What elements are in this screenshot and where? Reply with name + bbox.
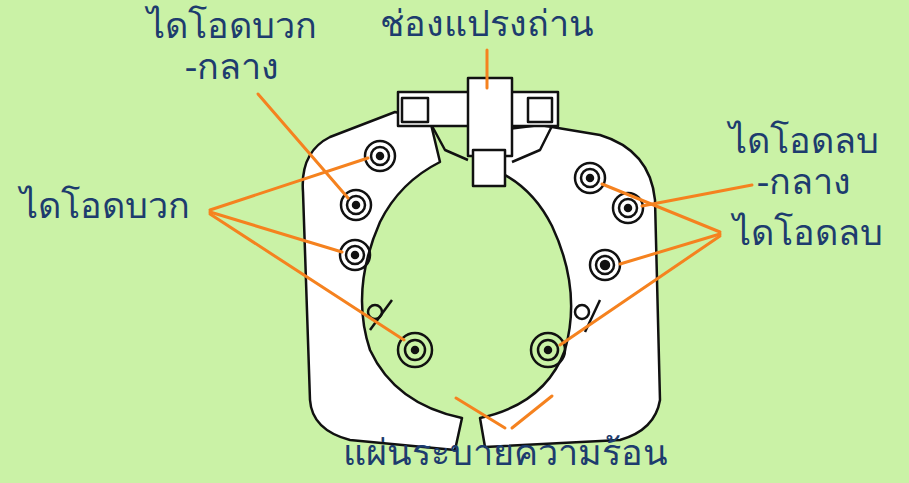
part-label: ไดโอดลบ -กลาง bbox=[709, 120, 899, 203]
part-label: ช่องแปรงถ่าน bbox=[380, 3, 594, 44]
brush-holder-tab bbox=[473, 150, 505, 186]
heat-sink-left bbox=[303, 112, 462, 450]
brush-holder-slot bbox=[468, 78, 512, 156]
part-label: ไดโอดบวก bbox=[20, 185, 190, 226]
heat-sink-right bbox=[480, 125, 660, 447]
part-label: แผ่นระบายความร้อน bbox=[343, 432, 668, 473]
terminal-right bbox=[528, 98, 552, 122]
leader-lines bbox=[210, 50, 752, 428]
wire bbox=[432, 126, 468, 160]
diodes bbox=[340, 141, 643, 367]
part-label: ไดโอดบวก -กลาง bbox=[137, 5, 327, 88]
part-label: ไดโอดลบ bbox=[733, 212, 883, 253]
wire bbox=[512, 126, 552, 162]
terminal-left bbox=[402, 98, 428, 122]
